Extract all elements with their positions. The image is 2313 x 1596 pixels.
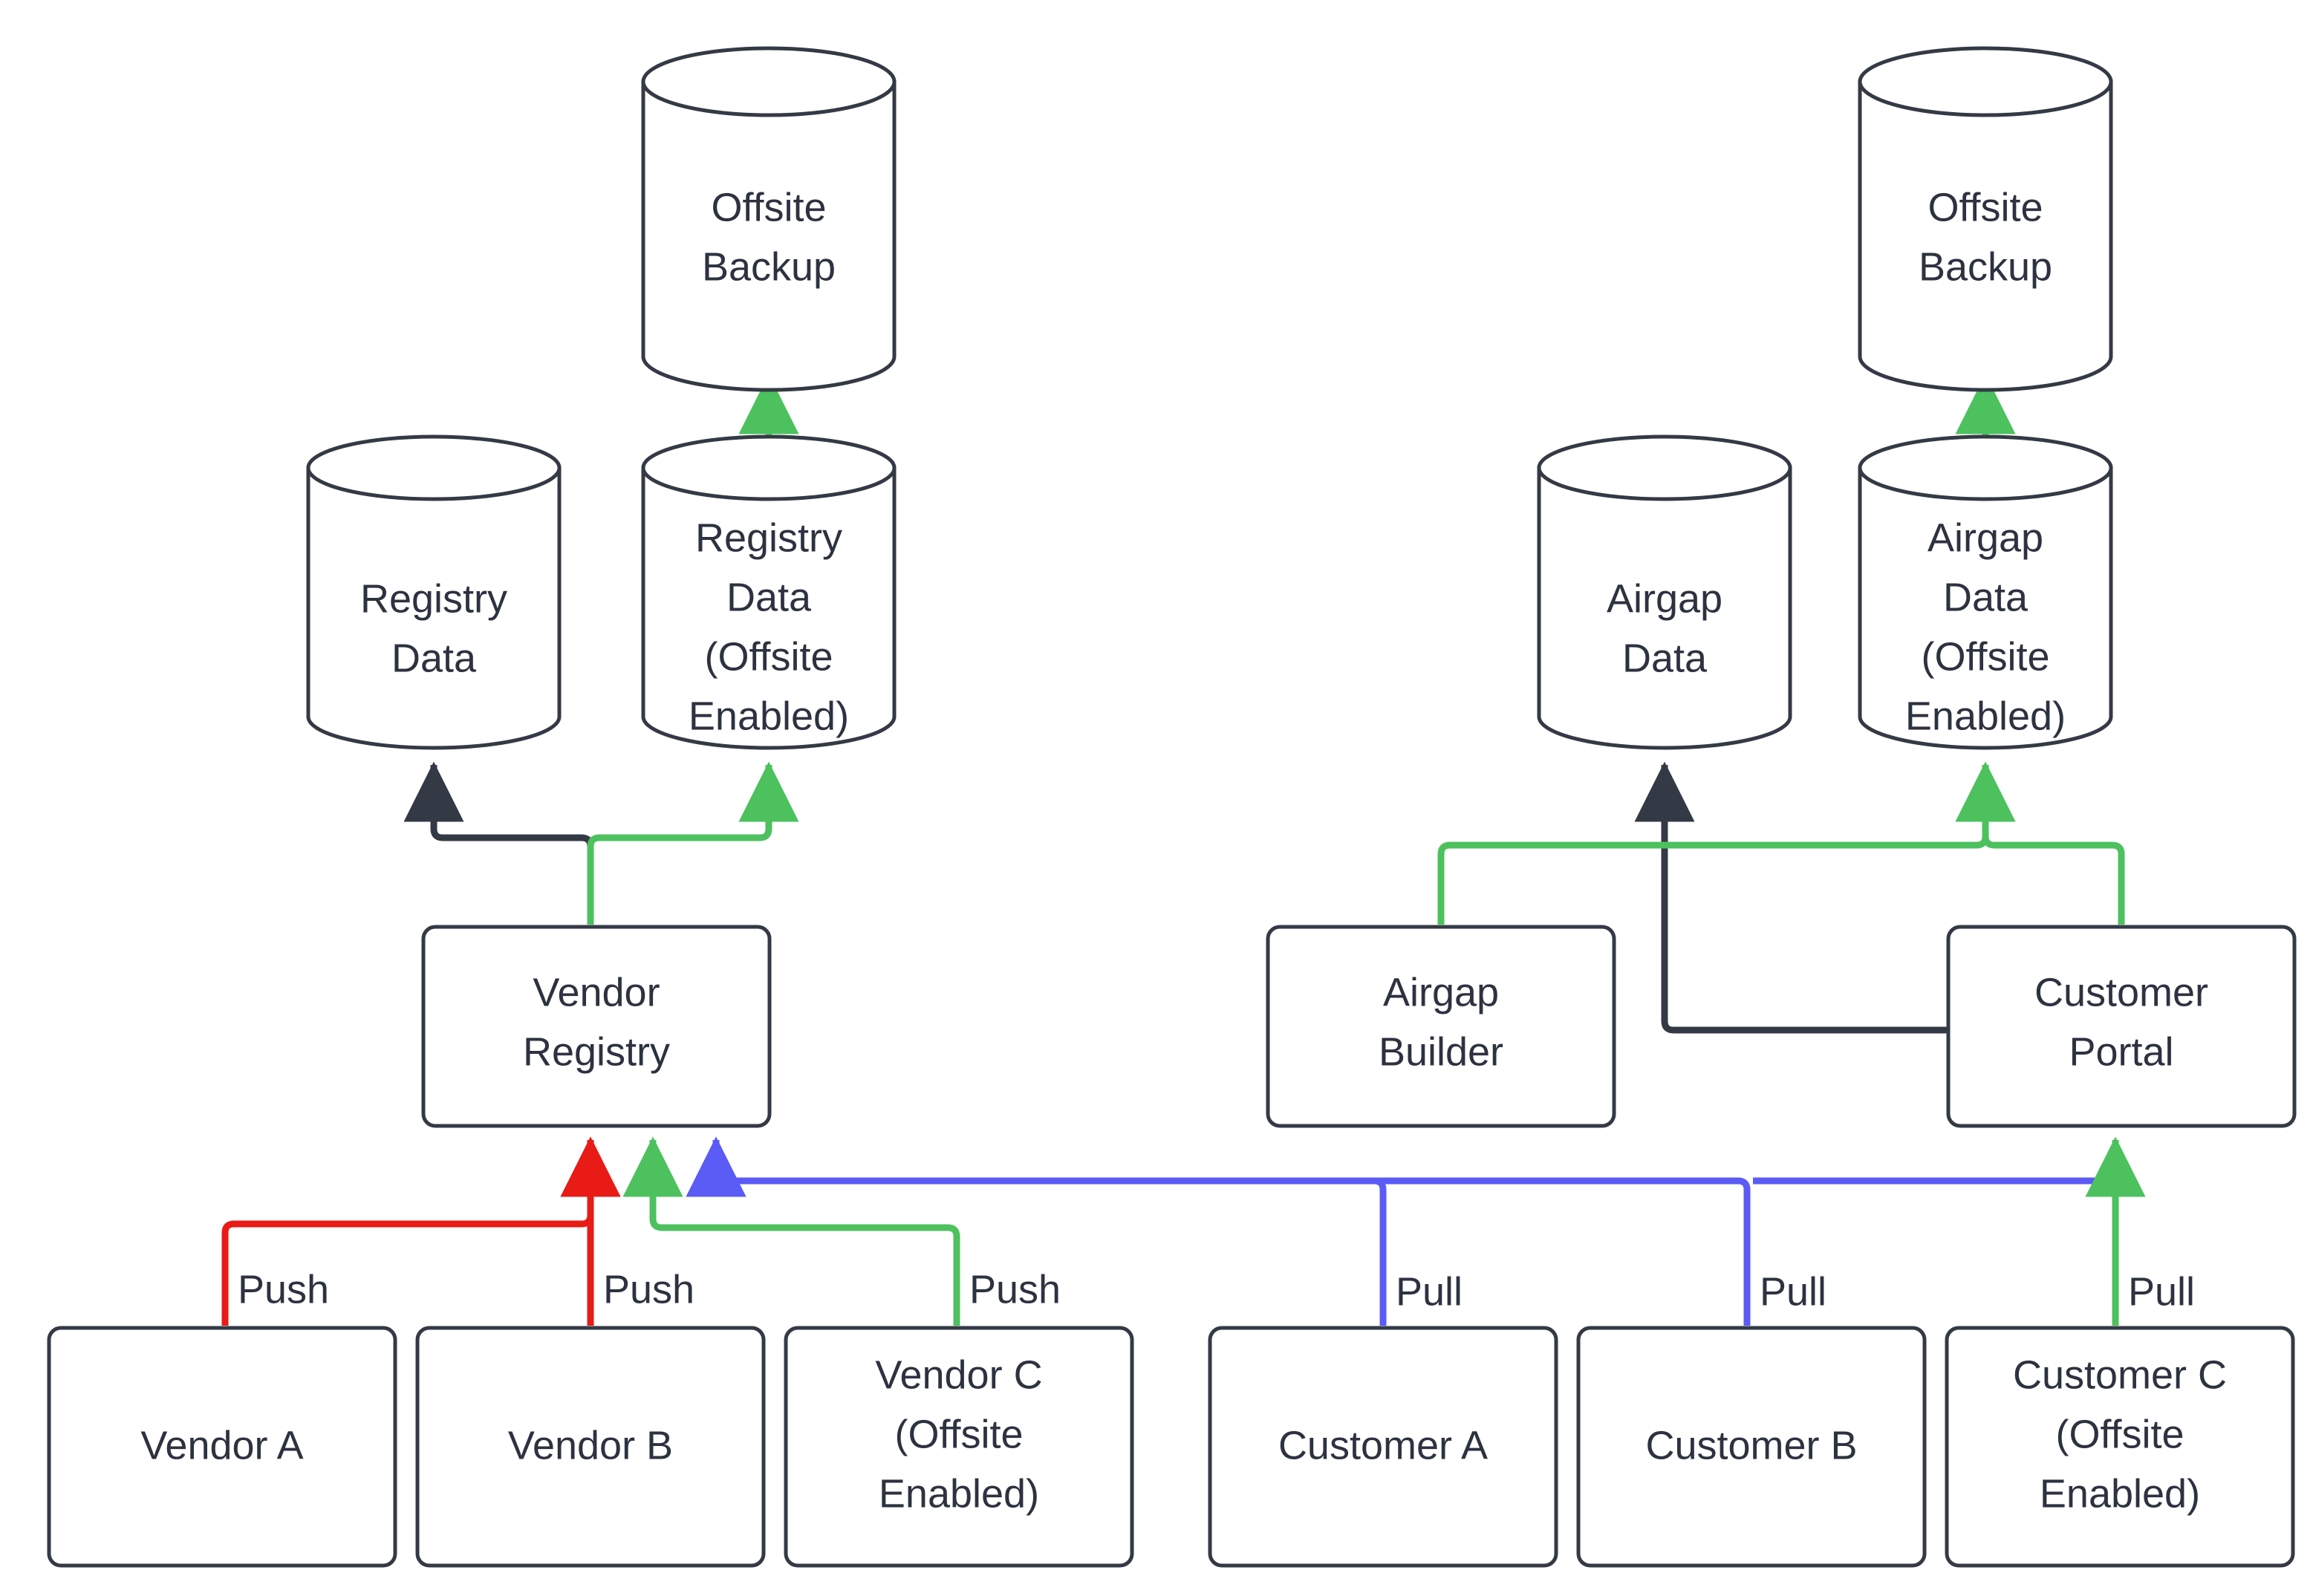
node-airgap-builder[interactable]: Airgap Builder <box>1266 925 1616 1128</box>
node-label: Customer A <box>1278 1423 1488 1468</box>
node-label: Registry <box>360 576 507 621</box>
node-label: Backup <box>1919 244 2052 289</box>
node-label: Enabled) <box>2040 1471 2200 1516</box>
edge-vendor-registry-to-registry-data-offsite <box>587 761 799 925</box>
node-offsite-backup-left[interactable]: Offsite Backup <box>641 46 897 392</box>
node-airgap-data[interactable]: Airgap Data <box>1537 434 1792 750</box>
node-label: Enabled) <box>1905 694 2066 738</box>
edge-airgap-builder-to-airgap-data-offsite <box>1437 761 2016 925</box>
node-label: Vendor <box>533 970 660 1014</box>
node-label: Airgap <box>1607 576 1722 621</box>
node-label: (Offsite <box>1921 634 2049 679</box>
node-label: Customer B <box>1645 1423 1857 1468</box>
edge-customer-portal-to-airgap-data-offsite <box>1955 761 2125 925</box>
node-registry-data-offsite[interactable]: Registry Data (Offsite Enabled) <box>641 434 897 750</box>
node-vendor-registry[interactable]: Vendor Registry <box>421 925 772 1128</box>
edge-customer-portal-to-airgap-data <box>1634 761 1951 1034</box>
node-label: Enabled) <box>689 694 849 738</box>
node-label: Backup <box>702 244 836 289</box>
node-registry-data[interactable]: Registry Data <box>306 434 562 750</box>
node-label: Customer <box>2034 970 2208 1014</box>
node-label: Airgap <box>1383 970 1499 1014</box>
node-label: (Offsite <box>704 634 833 679</box>
node-vendor-a[interactable]: Vendor A <box>47 1326 397 1568</box>
node-vendor-b[interactable]: Vendor B <box>415 1326 766 1568</box>
node-label: Registry <box>523 1029 670 1074</box>
edge-label-pull-customer-c: Pull <box>2128 1269 2195 1314</box>
edge-label-push-vendor-c: Push <box>969 1267 1061 1312</box>
node-label: Portal <box>2069 1029 2173 1074</box>
edge-vendor-registry-to-registry-data <box>403 761 594 925</box>
node-label: Vendor B <box>508 1423 673 1468</box>
edge-label-push-vendor-a: Push <box>238 1267 329 1312</box>
node-offsite-backup-right[interactable]: Offsite Backup <box>1858 46 2113 392</box>
node-airgap-data-offsite[interactable]: Airgap Data (Offsite Enabled) <box>1858 434 2113 750</box>
node-label: Airgap <box>1928 515 2043 560</box>
node-label: Data <box>1943 575 2029 619</box>
node-label: Data <box>391 636 477 680</box>
edge-label-pull-customer-a: Pull <box>1396 1269 1463 1314</box>
node-label: Enabled) <box>879 1471 1039 1516</box>
node-label: (Offsite <box>2055 1412 2184 1456</box>
node-customer-portal[interactable]: Customer Portal <box>1946 925 2297 1128</box>
node-label: Data <box>1622 636 1708 680</box>
node-label: Offsite <box>711 185 826 229</box>
node-label: Customer C <box>2013 1352 2227 1397</box>
node-label: Data <box>726 575 812 619</box>
edge-vendor-c-to-vendor-registry <box>622 1136 960 1326</box>
node-label: Vendor A <box>140 1423 303 1468</box>
edge-label-pull-customer-b: Pull <box>1760 1269 1826 1314</box>
node-vendor-c[interactable]: Vendor C (Offsite Enabled) <box>784 1326 1134 1568</box>
node-label: Builder <box>1379 1029 1503 1074</box>
node-customer-b[interactable]: Customer B <box>1576 1326 1927 1568</box>
node-label: Vendor C <box>875 1352 1042 1397</box>
node-label: Offsite <box>1928 185 2043 229</box>
edge-blue-bus-right-tail <box>1753 1177 2119 1191</box>
edge-label-push-vendor-b: Push <box>603 1267 694 1312</box>
node-label: (Offsite <box>894 1412 1023 1456</box>
edge-customer-b-to-vendor-registry <box>686 1136 1751 1326</box>
node-customer-a[interactable]: Customer A <box>1208 1326 1558 1568</box>
node-customer-c[interactable]: Customer C (Offsite Enabled) <box>1945 1326 2295 1568</box>
node-label: Registry <box>695 515 842 560</box>
